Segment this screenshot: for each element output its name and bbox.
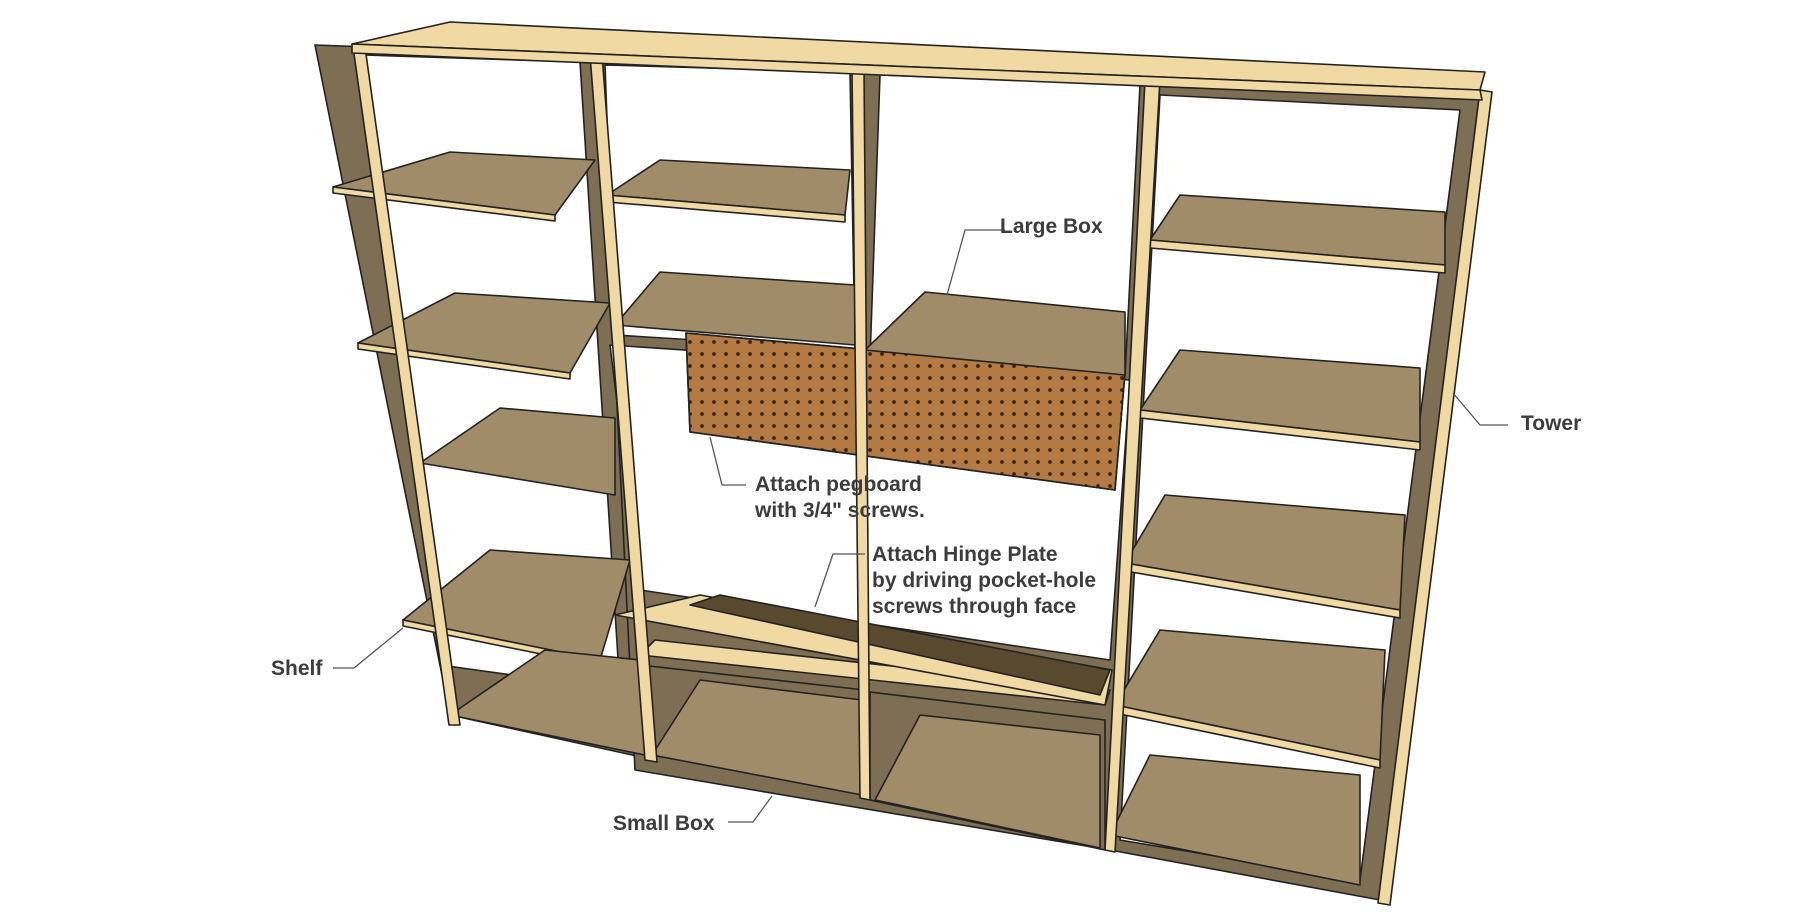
- hinge-plate-dark-face: [689, 594, 1111, 696]
- label-hinge-line-2: by driving pocket-hole: [872, 569, 1096, 592]
- shelf-left-2-edge: [357, 342, 571, 380]
- shelf-left-1-edge: [332, 186, 556, 222]
- top-panel-front: [351, 43, 1483, 101]
- pegboard-leader: [709, 436, 746, 486]
- label-small-box: Small Box: [613, 812, 715, 835]
- label-hinge-line-1: Attach Hinge Plate: [872, 543, 1058, 566]
- shelf-left-3: [419, 407, 616, 496]
- label-hinge-line-3: screws through face: [872, 595, 1076, 618]
- hinge-plate-leader: [814, 553, 865, 608]
- large-box-right-bottom: [864, 291, 1126, 376]
- label-pegboard-line-2: with 3/4" screws.: [754, 499, 925, 522]
- label-shelf: Shelf: [271, 657, 323, 680]
- right-outer-panel-edge: [1377, 89, 1493, 906]
- shelf-leader: [333, 627, 404, 669]
- tower-leader: [1452, 392, 1508, 426]
- pegboard: [685, 332, 1126, 491]
- small-box-right-bottom: [874, 714, 1101, 849]
- right-tower-bottom: [1109, 754, 1361, 886]
- small-box-top: [639, 639, 1111, 706]
- label-large-box: Large Box: [1000, 215, 1103, 238]
- label-pegboard-line-1: Attach pegboard: [755, 473, 922, 496]
- large-box-leader: [946, 229, 1005, 296]
- small-box-leader: [728, 795, 773, 823]
- label-tower: Tower: [1521, 412, 1581, 435]
